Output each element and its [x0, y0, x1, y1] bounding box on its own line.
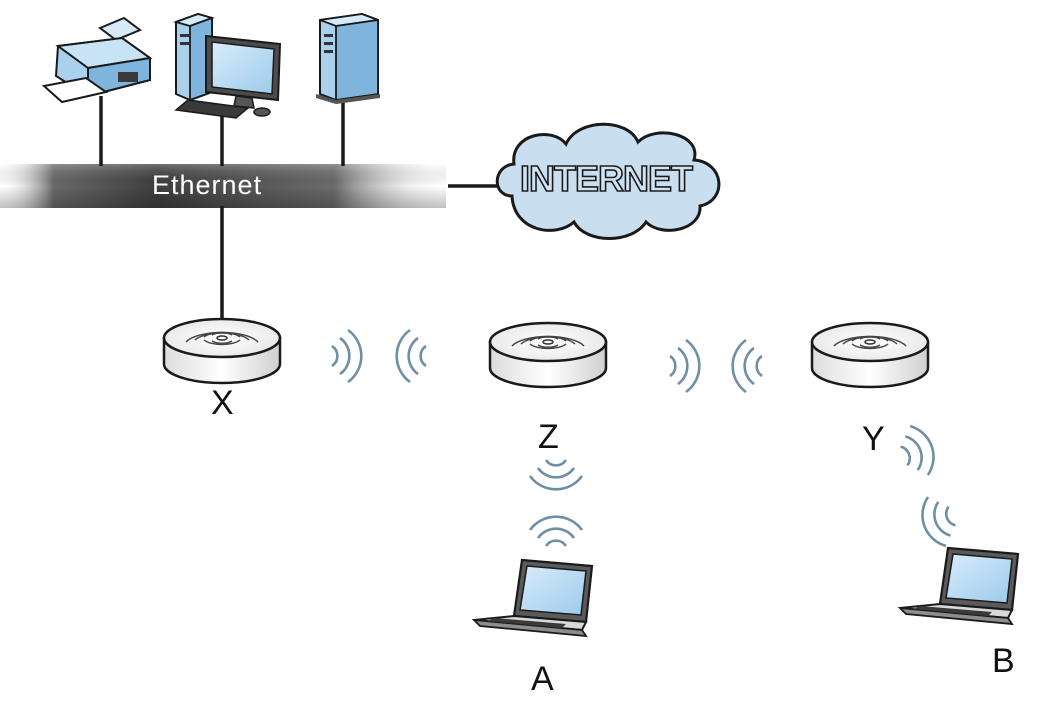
wireless-signal-icon: [330, 328, 428, 384]
access-point-icon: [162, 317, 282, 385]
wireless-signal-icon: [528, 458, 584, 548]
internet-cloud-icon: [495, 122, 721, 240]
printer-icon: [41, 16, 153, 104]
access-point-icon: [810, 321, 930, 389]
wired-links: [99, 96, 512, 323]
access-point-x-label: X: [211, 384, 234, 422]
access-point-y-label: Y: [862, 420, 885, 458]
access-point-z-label: Z: [538, 418, 559, 456]
internet-label: INTERNET: [519, 157, 694, 200]
server-icon: [316, 12, 380, 104]
client-b-label: B: [992, 642, 1015, 680]
access-point-icon: [488, 321, 608, 389]
client-a-label: A: [531, 660, 554, 698]
wireless-signal-icon: [893, 420, 963, 552]
wireless-signal-icon: [668, 338, 764, 394]
laptop-icon: [472, 558, 594, 638]
laptop-icon: [898, 546, 1020, 626]
ethernet-label: Ethernet: [152, 170, 263, 200]
ethernet-bus: [0, 164, 446, 208]
desktop-computer-icon: [173, 12, 282, 119]
